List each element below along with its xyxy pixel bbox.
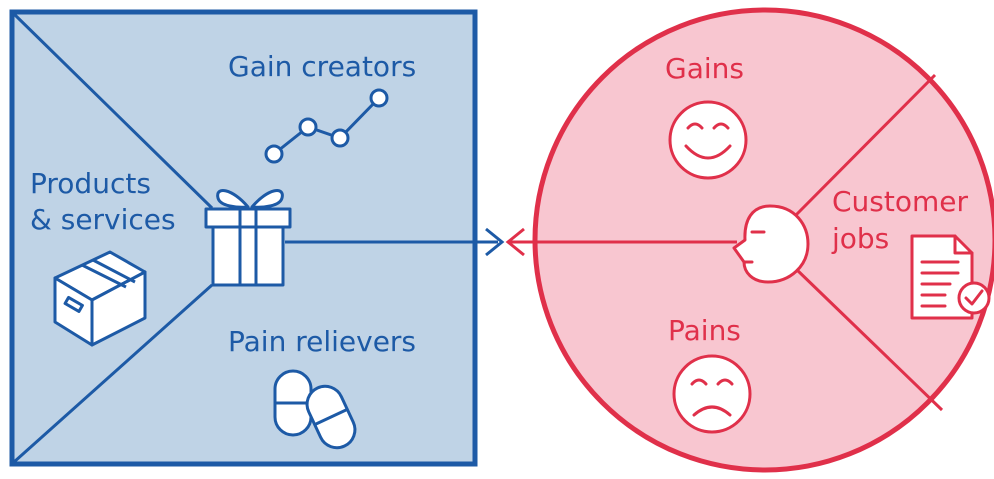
customer-jobs-label-line2: jobs [831,222,889,255]
value-map-arrow-head [485,227,505,257]
trend-line-icon [264,88,389,164]
smiley-icon [668,100,748,180]
pain-relievers-label: Pain relievers [228,325,416,358]
products-label-line1: Products [30,167,151,200]
frown-icon [672,354,752,434]
gains-label: Gains [665,52,744,85]
customer-jobs-label-line1: Customer [832,185,968,218]
pills-icon [273,369,357,450]
value-map: Gain creators Products & services [9,9,505,467]
gain-creators-label: Gain creators [228,50,416,83]
customer-divider-bottom [793,266,944,412]
pains-label: Pains [668,314,741,347]
customer-divider-top [793,73,937,218]
value-map-divider-top [12,12,214,210]
value-map-divider-bottom [13,283,213,464]
face-profile-icon [732,204,810,284]
box-icon [53,250,147,347]
products-label-line2: & services [30,203,176,236]
document-check-icon [910,234,991,320]
customer-arrow-head [505,227,525,257]
customer-profile: Gains Customer jobs Pains [505,7,994,473]
gift-icon [204,189,292,287]
